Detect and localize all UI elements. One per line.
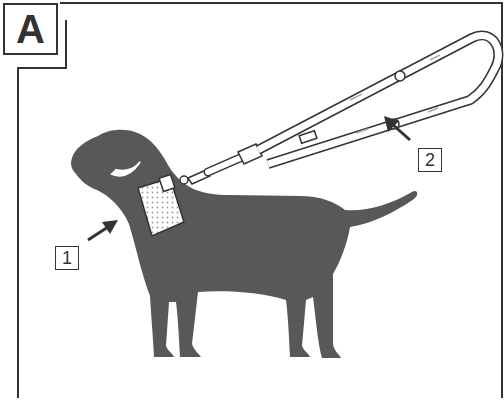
leash-ring [180,176,188,184]
collar [138,178,184,236]
callout-number: 2 [418,148,442,172]
callout-number: 1 [55,246,79,270]
callout-arrowhead [102,220,118,234]
callout-arrow [88,227,108,240]
strap-ring [395,71,405,81]
collar-buckle [159,174,175,191]
leash-strap [208,158,240,172]
leash-strap [208,158,240,172]
leash-loop [258,36,498,164]
head-highlight [112,162,140,176]
strap-stitching [350,55,440,133]
leash-loop [258,36,498,164]
panel-letter: A [3,3,58,55]
callout-arrow [392,124,410,140]
panel-frame [18,20,66,398]
panel-frame [60,3,502,398]
dog-silhouette [71,130,417,358]
callout-arrowhead [384,116,399,132]
strap-slider [299,131,317,144]
